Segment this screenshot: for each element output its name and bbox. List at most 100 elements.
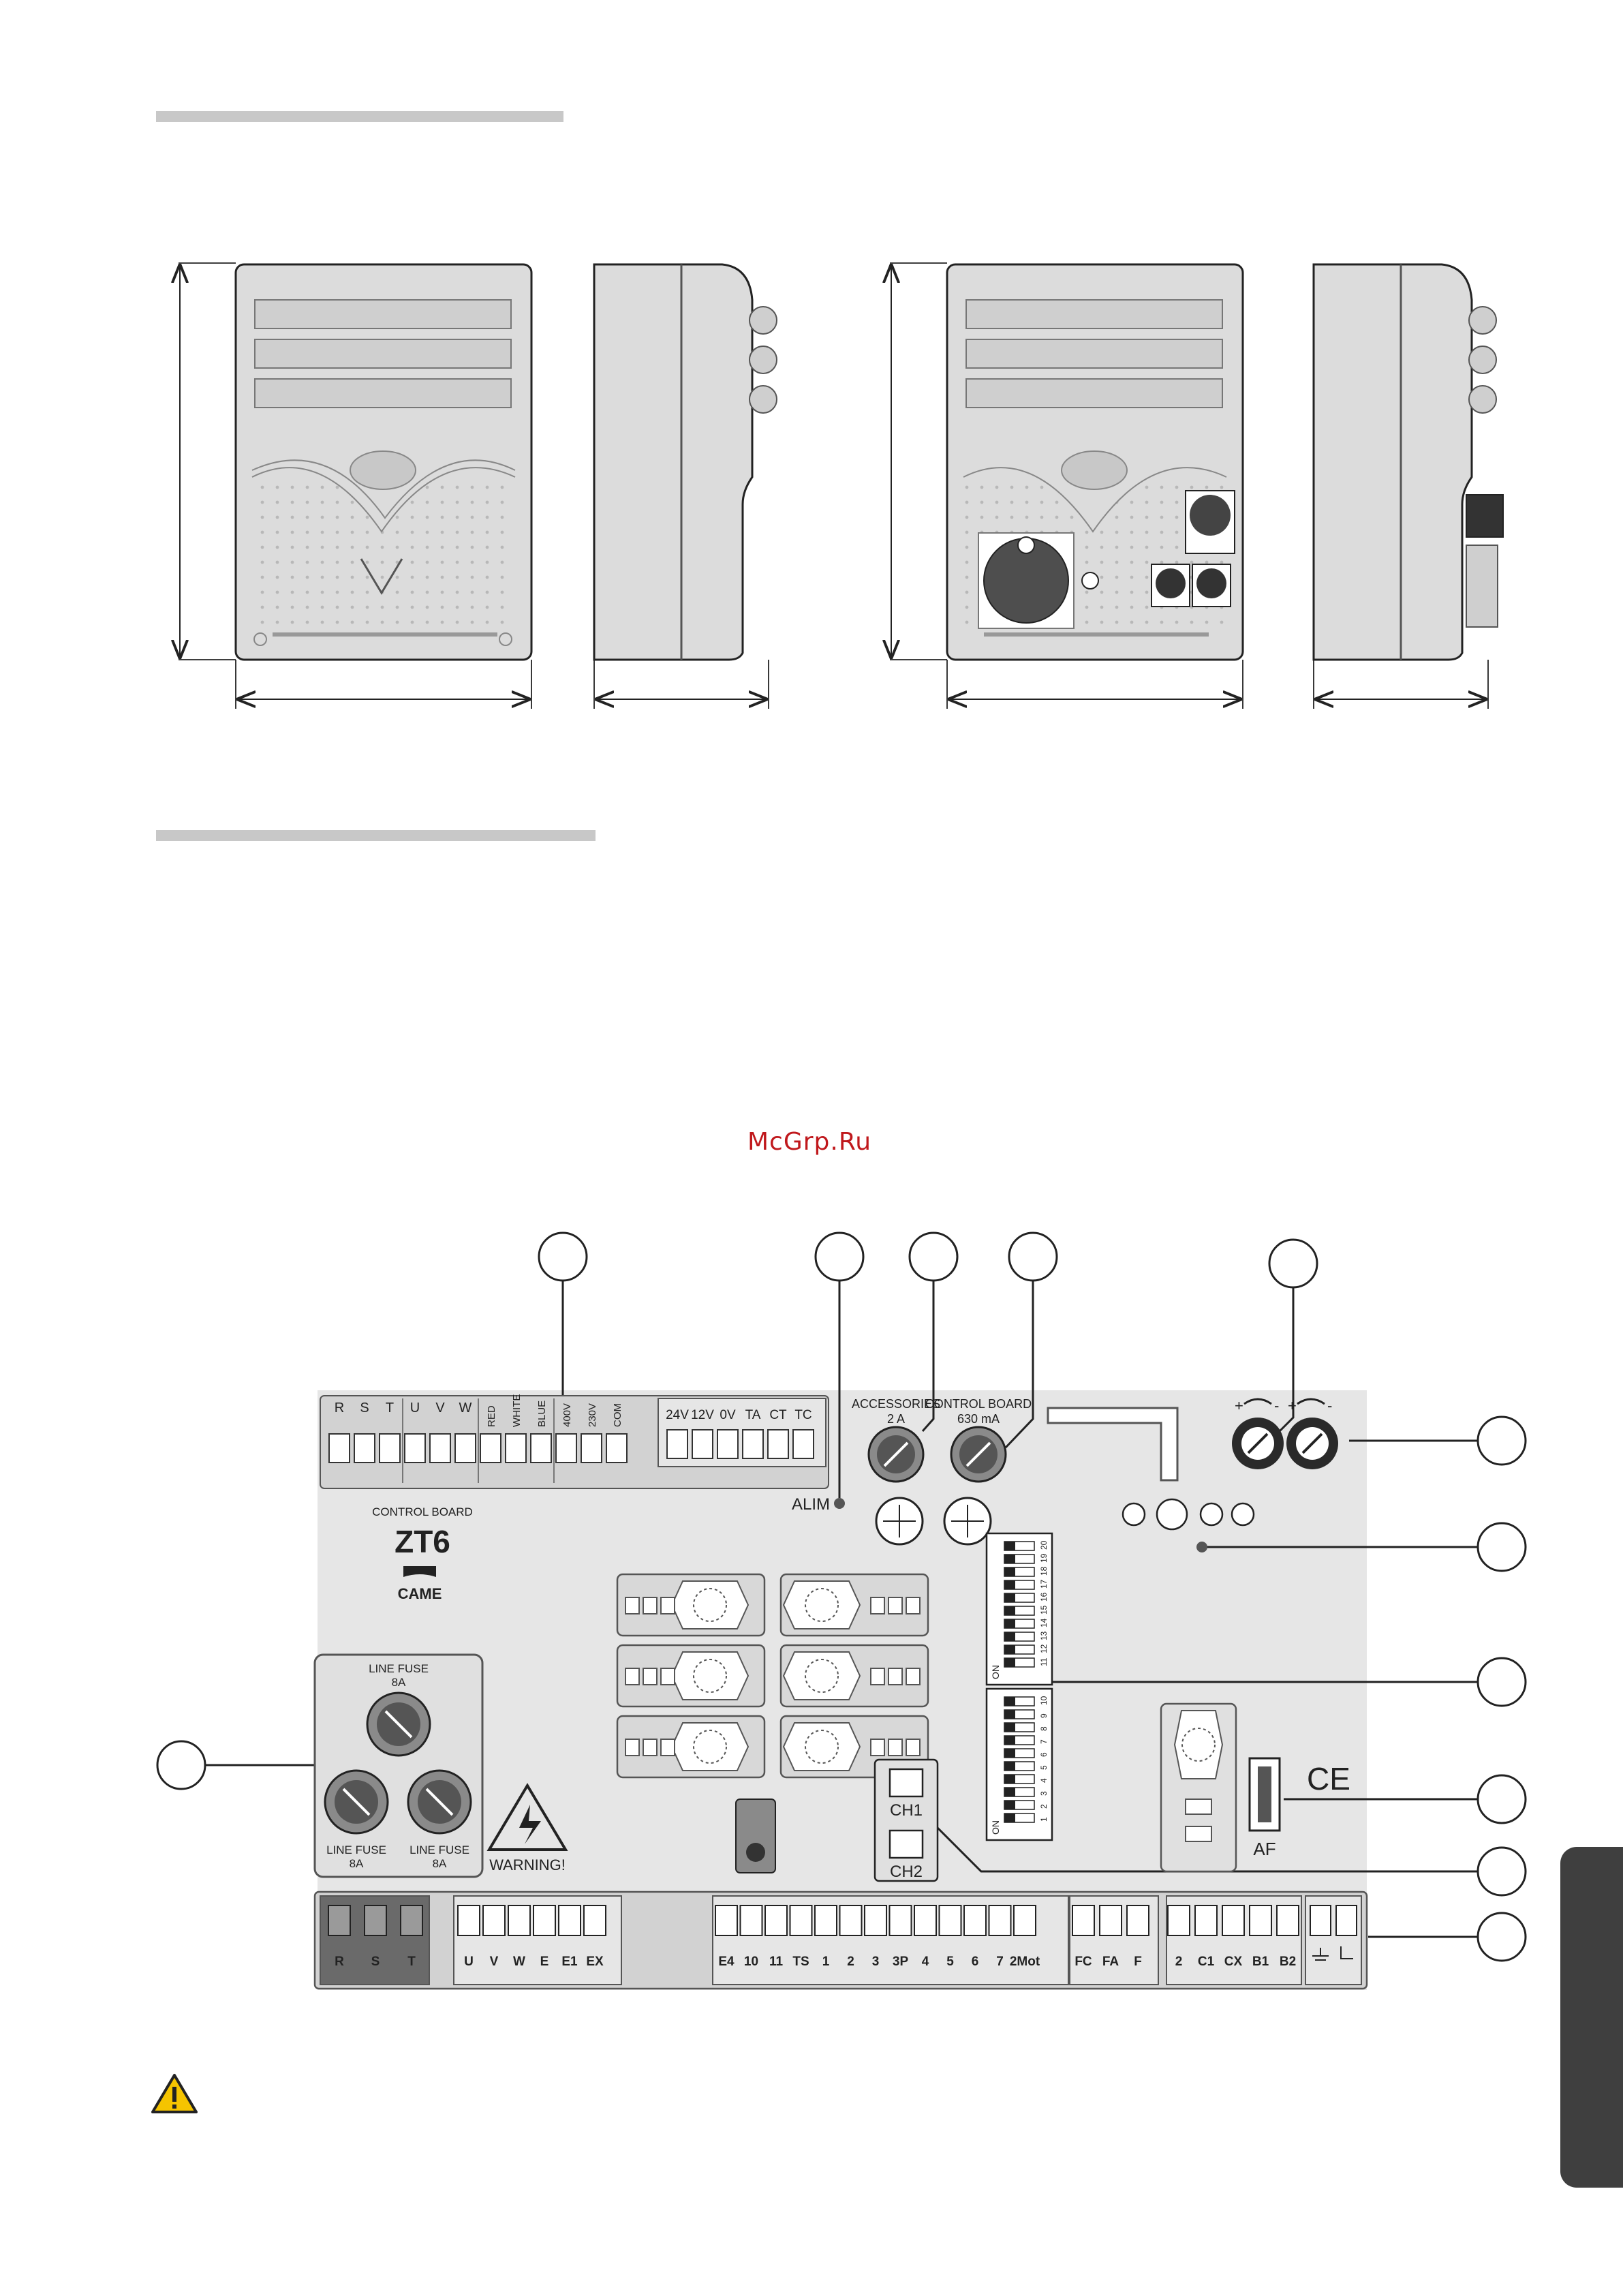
- terminal-screw[interactable]: [914, 1905, 937, 1936]
- warning-label: WARNING!: [489, 1856, 566, 1873]
- terminal-label: FA: [1102, 1955, 1119, 1969]
- terminal-screw[interactable]: [767, 1429, 789, 1459]
- terminal-screw[interactable]: [839, 1905, 863, 1936]
- terminal-screw[interactable]: [558, 1905, 581, 1936]
- terminal-label: 5: [946, 1955, 954, 1969]
- terminal-label: RED: [486, 1405, 497, 1427]
- terminal-screw[interactable]: [1072, 1905, 1095, 1936]
- dip-number: 17: [1039, 1579, 1049, 1589]
- terminal-screw[interactable]: [508, 1905, 531, 1936]
- terminal-screw[interactable]: [1167, 1905, 1190, 1936]
- terminal-label: 1: [822, 1955, 830, 1969]
- terminal-label: 3P: [893, 1955, 909, 1969]
- terminal-screw[interactable]: [963, 1905, 987, 1936]
- terminal-screw[interactable]: [354, 1433, 375, 1463]
- board-screws: [1122, 1498, 1255, 1531]
- ch2-button[interactable]: [888, 1829, 924, 1859]
- ch1-button[interactable]: [888, 1768, 924, 1798]
- terminal-screw[interactable]: [739, 1905, 763, 1936]
- svg-text:+: +: [1235, 1397, 1243, 1414]
- terminal-screw[interactable]: [814, 1905, 837, 1936]
- callout-trimmers: [1268, 1238, 1318, 1289]
- dip-number: 3: [1039, 1791, 1049, 1796]
- terminal-label: 6: [972, 1955, 979, 1969]
- terminal-screw[interactable]: [1099, 1905, 1122, 1936]
- enclosure-side-view: [593, 263, 777, 709]
- terminal-screw[interactable]: [404, 1433, 426, 1463]
- terminal-screw[interactable]: [530, 1433, 552, 1463]
- callout-top-terminals: [538, 1231, 588, 1282]
- earth-icon: [1312, 1948, 1329, 1961]
- terminal-screw[interactable]: [789, 1905, 813, 1936]
- callout-leaders: [205, 1281, 1478, 1938]
- terminal-label: 3: [872, 1955, 880, 1969]
- terminal-screw[interactable]: [429, 1433, 451, 1463]
- terminal-label: R: [335, 1400, 344, 1415]
- terminal-label: COM: [612, 1403, 623, 1427]
- terminal-screw[interactable]: [328, 1905, 351, 1936]
- terminal-screw[interactable]: [888, 1905, 912, 1936]
- terminal-label: W: [513, 1955, 525, 1969]
- accessories-fuse-title: ACCESSORIES: [852, 1397, 940, 1411]
- terminal-screw[interactable]: [1013, 1905, 1036, 1936]
- terminal-screw[interactable]: [1276, 1905, 1299, 1936]
- terminal-screw[interactable]: [482, 1905, 506, 1936]
- earth-terminal[interactable]: [1335, 1905, 1357, 1936]
- watermark: McGrp.Ru: [747, 1128, 872, 1156]
- callout-control-fuse: [1008, 1231, 1058, 1282]
- terminal-label: E1: [561, 1955, 578, 1969]
- terminal-screw[interactable]: [457, 1905, 480, 1936]
- dip-number: 1: [1039, 1817, 1049, 1822]
- terminal-screw[interactable]: [480, 1433, 501, 1463]
- accessories-fuse: ACCESSORIES 2 A: [852, 1397, 940, 1483]
- terminal-screw[interactable]: [379, 1433, 401, 1463]
- dip-number: 6: [1039, 1752, 1049, 1757]
- dip-number: 16: [1039, 1592, 1049, 1602]
- svg-text:8A: 8A: [433, 1857, 447, 1870]
- terminal-label: T: [386, 1400, 394, 1415]
- terminal-screw[interactable]: [328, 1433, 350, 1463]
- enclosure-front-view-with-switches: [890, 262, 1244, 709]
- terminal-screw[interactable]: [792, 1429, 814, 1459]
- terminal-screw[interactable]: [581, 1433, 602, 1463]
- terminal-screw[interactable]: [1222, 1905, 1245, 1936]
- terminal-screw[interactable]: [864, 1905, 887, 1936]
- terminal-screw[interactable]: [364, 1905, 387, 1936]
- terminal-label: S: [371, 1955, 380, 1969]
- terminal-screw[interactable]: [583, 1905, 606, 1936]
- terminal-label: 230V: [587, 1403, 598, 1427]
- terminal-screw[interactable]: [505, 1433, 527, 1463]
- dip-number: 14: [1039, 1618, 1049, 1627]
- terminal-screw[interactable]: [454, 1433, 476, 1463]
- terminal-screw[interactable]: [606, 1433, 628, 1463]
- terminal-label: B1: [1252, 1955, 1269, 1969]
- terminal-screw[interactable]: [742, 1429, 764, 1459]
- terminal-screw[interactable]: [715, 1905, 738, 1936]
- terminal-screw[interactable]: [988, 1905, 1012, 1936]
- dip-number: 18: [1039, 1566, 1049, 1576]
- transformer-footprint: [1160, 1702, 1237, 1873]
- terminal-screw[interactable]: [400, 1905, 423, 1936]
- section-heading-bar-components: [156, 830, 596, 841]
- terminal-screw[interactable]: [1249, 1905, 1272, 1936]
- enclosure-side-view-with-switches: [1312, 263, 1504, 709]
- terminal-label: U: [410, 1400, 420, 1415]
- callout-ch-buttons: [1477, 1846, 1527, 1897]
- terminal-screw[interactable]: [692, 1429, 713, 1459]
- terminal-screw[interactable]: [533, 1905, 556, 1936]
- terminal-screw[interactable]: [666, 1429, 688, 1459]
- electrical-hazard-icon: [486, 1783, 568, 1851]
- terminal-screw[interactable]: [764, 1905, 788, 1936]
- terminal-label: C1: [1198, 1955, 1215, 1969]
- terminal-screw[interactable]: [555, 1433, 577, 1463]
- terminal-screw[interactable]: [717, 1429, 739, 1459]
- terminal-screw[interactable]: [1126, 1905, 1149, 1936]
- terminal-screw[interactable]: [938, 1905, 962, 1936]
- callout-trimmer-right: [1477, 1415, 1527, 1466]
- earth-terminal[interactable]: [1310, 1905, 1331, 1936]
- svg-text:LINE FUSE: LINE FUSE: [326, 1843, 386, 1856]
- terminal-label: 4: [922, 1955, 929, 1969]
- ch1-label: CH1: [890, 1801, 923, 1820]
- terminal-screw[interactable]: [1194, 1905, 1218, 1936]
- terminal-label: CX: [1224, 1955, 1243, 1969]
